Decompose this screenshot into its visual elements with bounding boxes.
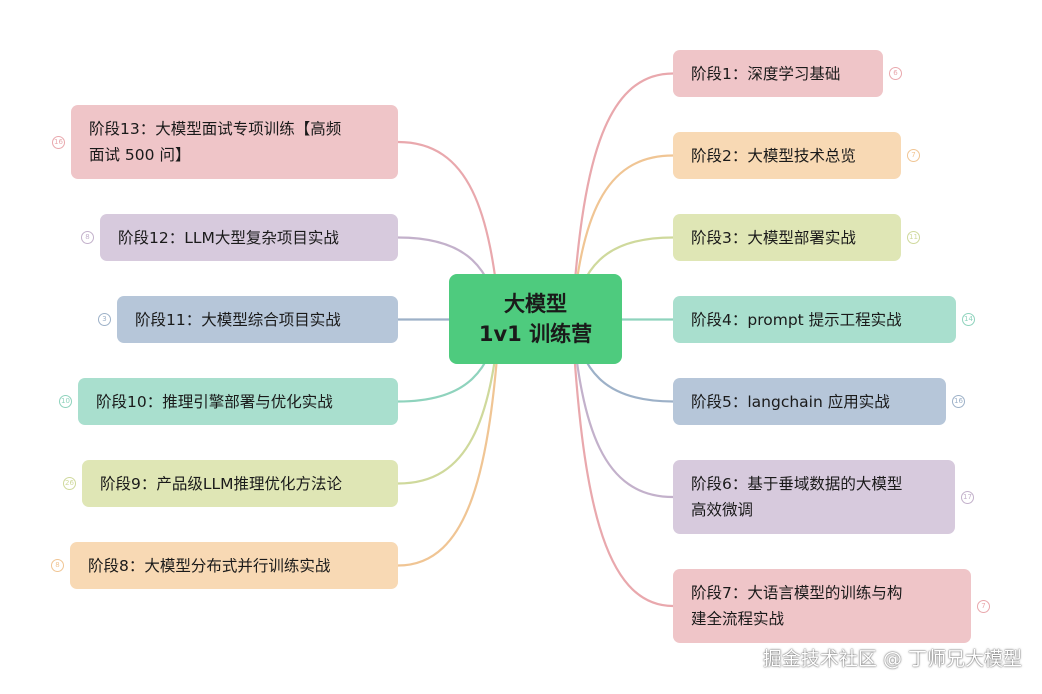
central-topic[interactable]: 大模型 1v1 训练营 <box>449 274 622 364</box>
subtopic-count-badge[interactable]: 10 <box>59 395 72 408</box>
stage-label-line: 阶段13：大模型面试专项训练【高频 <box>89 120 342 138</box>
stage-node-8[interactable]: 阶段8：大模型分布式并行训练实战 <box>70 542 398 589</box>
subtopic-count-badge[interactable]: 8 <box>81 231 94 244</box>
stage-label: 阶段9：产品级LLM推理优化方法论 <box>100 474 343 493</box>
stage-label: 阶段12：LLM大型复杂项目实战 <box>118 228 339 247</box>
stage-label: 阶段3：大模型部署实战 <box>691 228 856 247</box>
stage-label-line: 阶段6：基于垂域数据的大模型 <box>691 475 903 493</box>
stage-label: 阶段13：大模型面试专项训练【高频面试 500 问】 <box>89 116 341 168</box>
branch-line <box>570 72 674 320</box>
branch-line <box>570 318 674 608</box>
subtopic-count-badge[interactable]: 26 <box>63 477 76 490</box>
stage-label: 阶段7：大语言模型的训练与构建全流程实战 <box>691 580 902 632</box>
stage-node-3[interactable]: 阶段3：大模型部署实战 <box>673 214 901 261</box>
subtopic-count-badge[interactable]: 11 <box>907 231 920 244</box>
stage-label: 阶段2：大模型技术总览 <box>691 146 856 165</box>
subtopic-count-badge[interactable]: 7 <box>907 149 920 162</box>
subtopic-count-badge[interactable]: 6 <box>889 67 902 80</box>
stage-label: 阶段4：prompt 提示工程实战 <box>691 310 902 329</box>
stage-label: 阶段11：大模型综合项目实战 <box>135 310 341 329</box>
stage-label: 阶段1：深度学习基础 <box>691 64 841 83</box>
watermark: 掘金技术社区 @ 丁师兄大模型 <box>762 648 1022 670</box>
stage-label-line: 阶段7：大语言模型的训练与构 <box>691 584 903 602</box>
subtopic-count-badge[interactable]: 16 <box>952 395 965 408</box>
subtopic-count-badge[interactable]: 7 <box>977 599 990 613</box>
stage-node-11[interactable]: 阶段11：大模型综合项目实战 <box>117 296 398 343</box>
stage-node-10[interactable]: 阶段10：推理引擎部署与优化实战 <box>78 378 398 425</box>
subtopic-count-badge[interactable]: 3 <box>98 313 111 326</box>
stage-node-1[interactable]: 阶段1：深度学习基础 <box>673 50 883 97</box>
stage-node-9[interactable]: 阶段9：产品级LLM推理优化方法论 <box>82 460 398 507</box>
stage-node-2[interactable]: 阶段2：大模型技术总览 <box>673 132 901 179</box>
stage-label: 阶段10：推理引擎部署与优化实战 <box>96 392 333 411</box>
stage-node-4[interactable]: 阶段4：prompt 提示工程实战 <box>673 296 956 343</box>
subtopic-count-badge[interactable]: 14 <box>962 313 975 326</box>
stage-label: 阶段5：langchain 应用实战 <box>691 392 890 411</box>
stage-node-7[interactable]: 阶段7：大语言模型的训练与构建全流程实战 <box>673 569 971 643</box>
subtopic-count-badge[interactable]: 17 <box>961 490 974 504</box>
stage-label-line: 建全流程实战 <box>691 610 785 628</box>
subtopic-count-badge[interactable]: 16 <box>52 135 65 149</box>
subtopic-count-badge[interactable]: 8 <box>51 559 64 572</box>
branch-line <box>397 318 502 567</box>
stage-node-13[interactable]: 阶段13：大模型面试专项训练【高频面试 500 问】 <box>71 105 398 179</box>
stage-label-line: 高效微调 <box>691 501 754 519</box>
stage-node-5[interactable]: 阶段5：langchain 应用实战 <box>673 378 946 425</box>
stage-node-12[interactable]: 阶段12：LLM大型复杂项目实战 <box>100 214 398 261</box>
stage-label-line: 面试 500 问】 <box>89 146 191 164</box>
stage-label: 阶段8：大模型分布式并行训练实战 <box>88 556 331 575</box>
central-topic-line2: 1v1 训练营 <box>478 322 593 346</box>
central-topic-line1: 大模型 <box>504 292 567 316</box>
stage-label: 阶段6：基于垂域数据的大模型高效微调 <box>691 471 902 523</box>
stage-node-6[interactable]: 阶段6：基于垂域数据的大模型高效微调 <box>673 460 955 534</box>
